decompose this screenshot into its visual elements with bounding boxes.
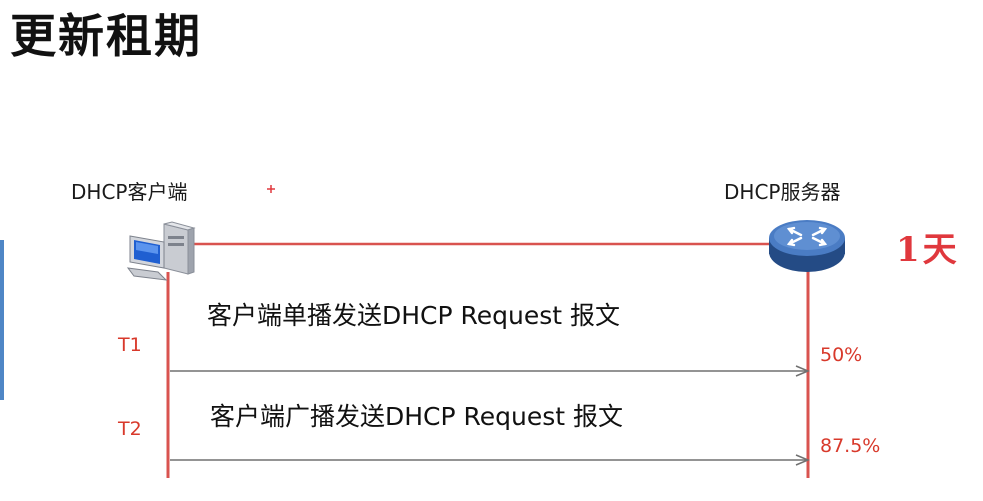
router-icon	[769, 220, 845, 272]
message-arrow-2	[170, 454, 810, 466]
percent-label-1: 50%	[820, 344, 863, 366]
timer-t2: T2	[118, 418, 142, 440]
timer-t1: T1	[118, 334, 142, 356]
page-title: 更新租期	[10, 9, 202, 63]
server-label: DHCP服务器	[724, 180, 841, 204]
plus-mark-icon	[267, 185, 275, 193]
message-arrow-1	[170, 365, 810, 377]
handwritten-annotation: 1天	[896, 230, 960, 270]
left-edge-accent	[0, 240, 4, 400]
pc-icon	[126, 221, 196, 281]
message-label-2: 客户端广播发送DHCP Request 报文	[210, 402, 624, 431]
client-label: DHCP客户端	[71, 180, 188, 204]
message-label-1: 客户端单播发送DHCP Request 报文	[207, 301, 621, 330]
percent-label-2: 87.5%	[820, 435, 881, 457]
